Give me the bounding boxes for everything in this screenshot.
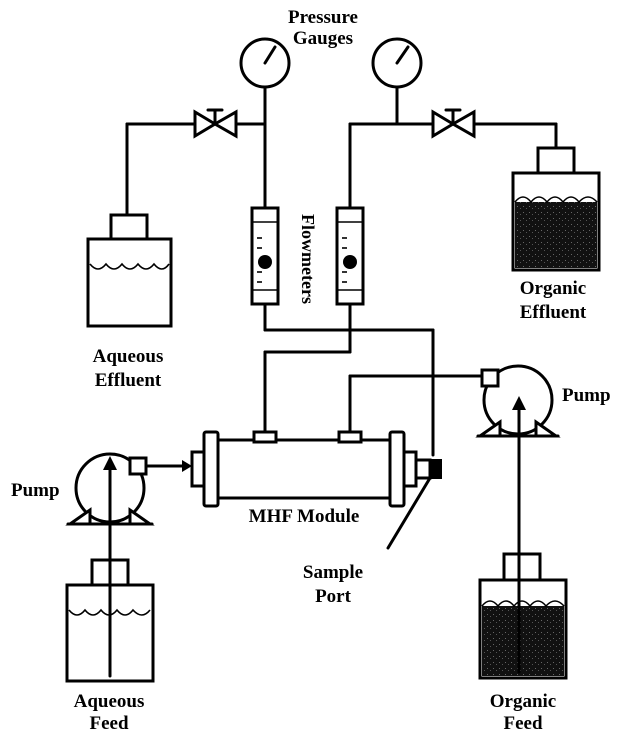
sample-port-label-2: Port bbox=[315, 586, 352, 607]
pressure-gauges-label-1: Pressure bbox=[288, 7, 358, 28]
aqueous-effluent-label-1: Aqueous bbox=[93, 346, 164, 367]
sample-port-label-1: Sample bbox=[303, 562, 363, 583]
aqueous-feed-label-1: Aqueous bbox=[74, 691, 145, 712]
flowmeter-left bbox=[250, 206, 280, 306]
organic-feed-container bbox=[478, 396, 568, 680]
sample-port-leader bbox=[386, 476, 432, 550]
aqueous-feed-label-2: Feed bbox=[89, 713, 128, 734]
pressure-gauge-right bbox=[371, 37, 423, 126]
organic-feed-label-2: Feed bbox=[503, 713, 542, 734]
aqueous-effluent-label-2: Effluent bbox=[95, 370, 162, 391]
aqueous-effluent-container bbox=[86, 213, 173, 328]
organic-effluent-container bbox=[511, 146, 601, 272]
pump-left-label: Pump bbox=[11, 480, 60, 501]
flowmeter-right bbox=[335, 206, 365, 306]
organic-feed-label-1: Organic bbox=[490, 691, 557, 712]
aqueous-effluent-line bbox=[125, 122, 267, 217]
middle-piping bbox=[263, 328, 484, 457]
pump-right-label: Pump bbox=[562, 385, 611, 406]
organic-effluent-label-1: Organic bbox=[520, 278, 587, 299]
flowmeters-label: Flowmeters bbox=[298, 214, 318, 304]
pressure-gauges-label-2: Gauges bbox=[293, 28, 353, 49]
valve-right bbox=[431, 108, 476, 139]
organic-effluent-label-2: Effluent bbox=[520, 302, 587, 323]
valve-left bbox=[193, 108, 238, 139]
mhf-module-label: MHF Module bbox=[249, 506, 360, 527]
aqueous-feed-container bbox=[65, 456, 155, 683]
mhf-module bbox=[190, 430, 442, 508]
aqueous-feed-to-module-line bbox=[144, 460, 192, 472]
